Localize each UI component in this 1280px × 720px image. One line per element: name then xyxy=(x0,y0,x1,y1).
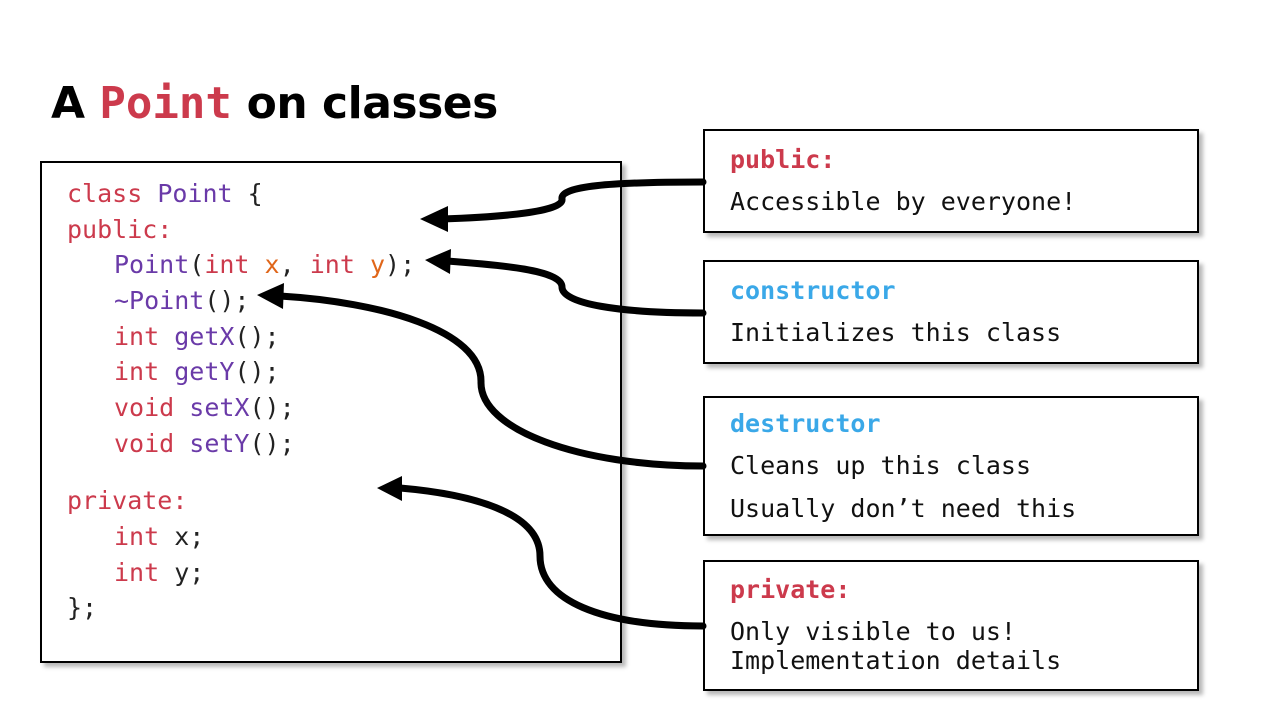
code-panel: class Point { public: Point(int x, int y… xyxy=(40,161,622,663)
code-line-sety: void setY(); xyxy=(114,429,295,459)
return-type: void xyxy=(114,429,175,458)
field-name: y; xyxy=(174,558,205,587)
note-public-heading: public: xyxy=(730,145,836,174)
note-constructor-text: Initializes this class xyxy=(730,318,1062,347)
method-name: getX xyxy=(174,322,235,351)
code-line-field-y: int y; xyxy=(114,558,204,588)
field-name: x; xyxy=(174,522,205,551)
code-line-class: class Point { xyxy=(67,179,263,209)
title-keyword: Point xyxy=(99,78,232,129)
field-type: int xyxy=(114,558,160,587)
paren-close: ); xyxy=(385,250,416,279)
method-parens: (); xyxy=(249,393,295,422)
param-comma: , xyxy=(279,250,295,279)
keyword-private: private: xyxy=(67,486,188,515)
keyword-class: class xyxy=(67,179,143,208)
code-line-destructor: ~Point(); xyxy=(114,286,249,316)
param-type-y: int xyxy=(309,250,355,279)
method-parens: (); xyxy=(249,429,295,458)
return-type: int xyxy=(114,322,160,351)
code-line-private: private: xyxy=(67,486,187,516)
code-line-close: }; xyxy=(67,593,97,623)
note-constructor-heading: constructor xyxy=(730,276,896,305)
constructor-name: Point xyxy=(114,250,190,279)
code-line-setx: void setX(); xyxy=(114,393,295,423)
destructor-name: ~Point xyxy=(114,286,205,315)
code-line-constructor: Point(int x, int y); xyxy=(114,250,415,280)
code-line-field-x: int x; xyxy=(114,522,204,552)
method-name: setX xyxy=(189,393,250,422)
title-suffix: on classes xyxy=(246,78,499,129)
note-destructor-heading: destructor xyxy=(730,409,881,438)
paren-open: ( xyxy=(189,250,205,279)
slide-title: A Point on classes xyxy=(51,76,498,132)
code-line-public: public: xyxy=(67,215,172,245)
note-constructor: constructor Initializes this class xyxy=(703,260,1199,364)
closing-brace: }; xyxy=(67,593,98,622)
destructor-parens: (); xyxy=(204,286,250,315)
note-public-text: Accessible by everyone! xyxy=(730,187,1077,216)
method-name: getY xyxy=(174,357,235,386)
note-public: public: Accessible by everyone! xyxy=(703,129,1199,233)
note-destructor: destructor Cleans up this class Usually … xyxy=(703,396,1199,536)
title-prefix: A xyxy=(51,78,85,129)
note-private-heading: private: xyxy=(730,575,851,604)
keyword-public: public: xyxy=(67,215,173,244)
code-line-getx: int getX(); xyxy=(114,322,280,352)
note-private-text-1: Only visible to us! xyxy=(730,617,1016,646)
note-destructor-text-1: Cleans up this class xyxy=(730,451,1032,480)
return-type: void xyxy=(114,393,175,422)
note-private: private: Only visible to us! Implementat… xyxy=(703,560,1199,691)
param-x: x xyxy=(264,250,280,279)
param-y: y xyxy=(369,250,386,279)
method-parens: (); xyxy=(234,322,280,351)
class-name: Point xyxy=(157,179,233,208)
code-line-gety: int getY(); xyxy=(114,357,280,387)
open-brace: { xyxy=(247,179,263,208)
note-private-text-2: Implementation details xyxy=(730,646,1062,675)
return-type: int xyxy=(114,357,160,386)
note-destructor-text-2: Usually don’t need this xyxy=(730,494,1077,523)
field-type: int xyxy=(114,522,160,551)
method-name: setY xyxy=(189,429,250,458)
method-parens: (); xyxy=(234,357,280,386)
param-type-x: int xyxy=(204,250,250,279)
